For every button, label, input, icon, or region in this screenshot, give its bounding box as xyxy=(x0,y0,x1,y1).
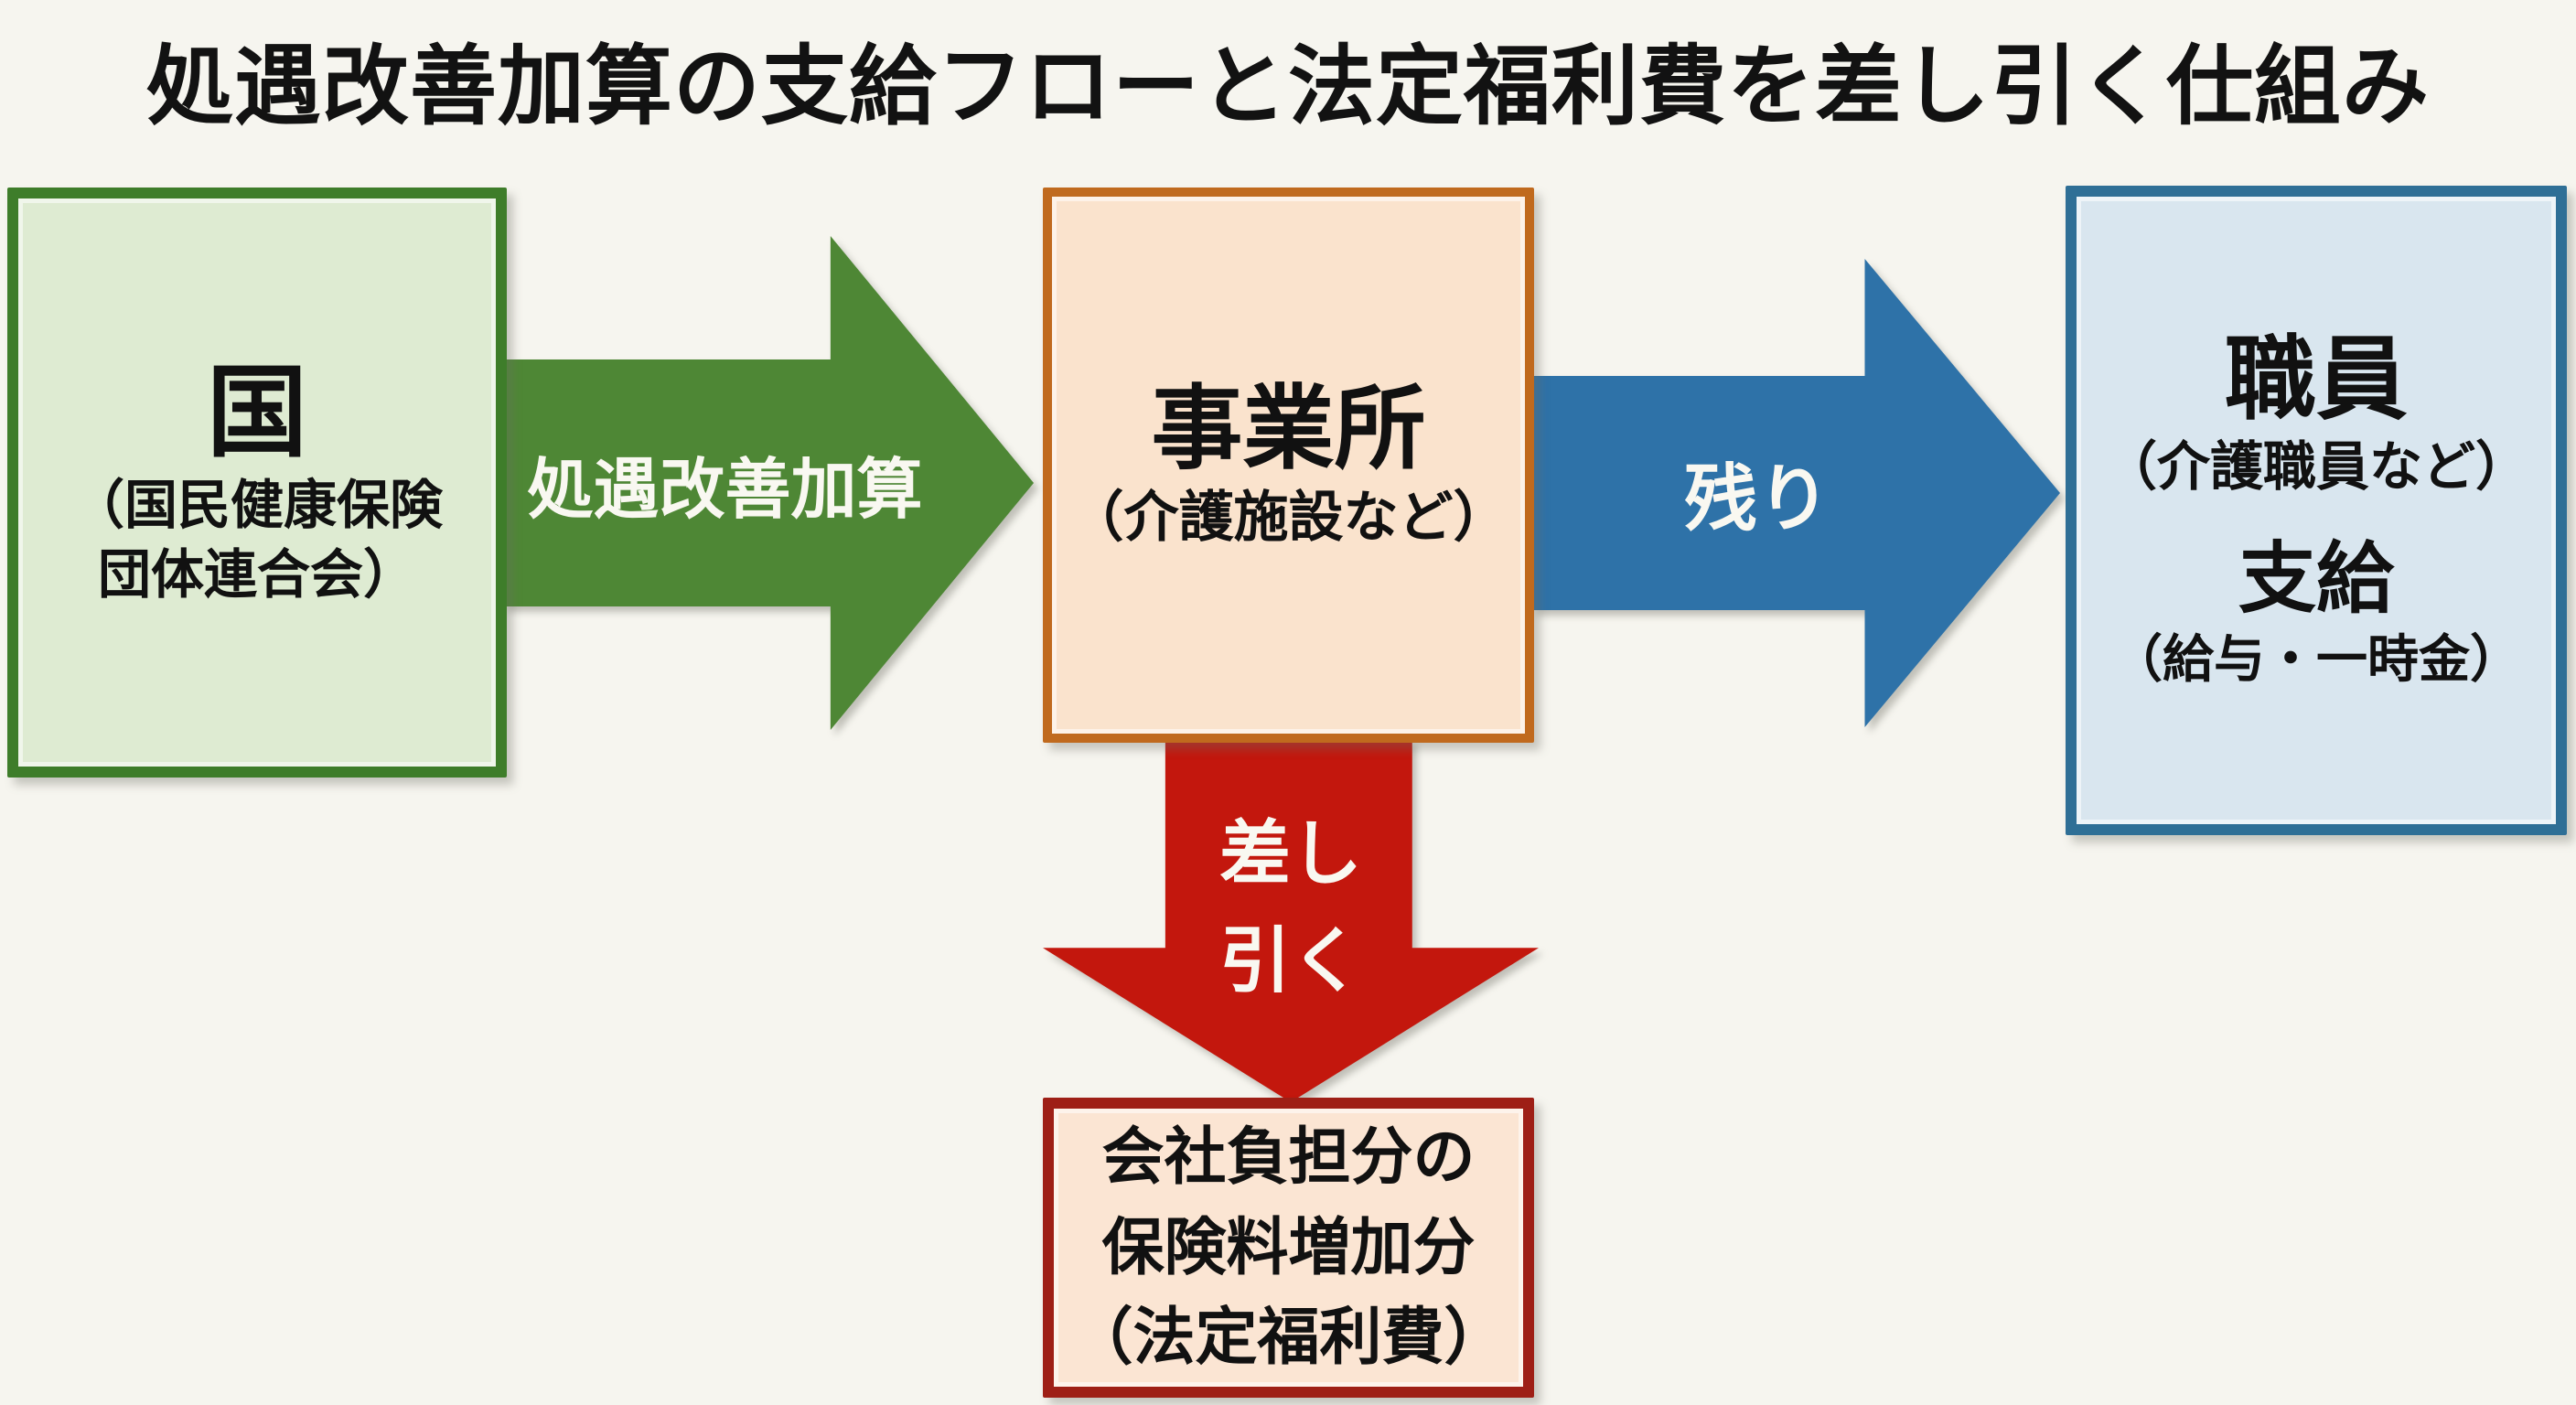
office-node-title: 事業所 xyxy=(1151,378,1426,480)
deduct-arrow: 差し 引く xyxy=(1043,739,1539,1102)
welfare-cost-node: 会社負担分の 保険料増加分 （法定福利費） xyxy=(1043,1098,1534,1398)
welfare-cost-line3: （法定福利費） xyxy=(1070,1303,1507,1373)
remainder-arrow-label: 残り xyxy=(1684,458,1830,540)
diagram-title: 処遇改善加算の支給フローと法定福利費を差し引く仕組み xyxy=(145,38,2430,135)
government-node-title: 国 xyxy=(207,356,307,469)
staff-node-subtitle: （介護職員など） xyxy=(2103,437,2528,498)
government-node-subtitle-line1: （国民健康保険 xyxy=(70,476,443,536)
staff-node-payment-subtitle: （給与・一時金） xyxy=(2111,629,2521,688)
staff-node: 職員 （介護職員など） 支給 （給与・一時金） xyxy=(2066,186,2567,835)
welfare-cost-line1: 会社負担分の xyxy=(1101,1122,1476,1193)
deduct-arrow-label-line2: 引く xyxy=(1218,919,1362,1001)
government-node: 国 （国民健康保険 団体連合会） xyxy=(7,188,507,778)
down-arrow-icon: 差し 引く xyxy=(1043,739,1539,1102)
treatment-addition-arrow: 処遇改善加算 xyxy=(503,236,1034,730)
staff-node-title: 職員 xyxy=(2225,328,2408,432)
right-arrow-icon: 処遇改善加算 xyxy=(503,236,1034,730)
deduct-arrow-label-line1: 差し xyxy=(1218,812,1362,894)
office-node: 事業所 （介護施設など） xyxy=(1043,188,1534,743)
treatment-addition-arrow-label: 処遇改善加算 xyxy=(527,453,923,527)
government-node-subtitle-line2: 団体連合会） xyxy=(97,544,416,605)
office-node-subtitle: （介護施設など） xyxy=(1068,487,1508,548)
right-arrow-icon: 残り xyxy=(1532,259,2060,727)
staff-node-payment-title: 支給 xyxy=(2238,535,2394,623)
remainder-arrow: 残り xyxy=(1532,259,2060,727)
welfare-cost-line2: 保険料増加分 xyxy=(1101,1212,1476,1282)
